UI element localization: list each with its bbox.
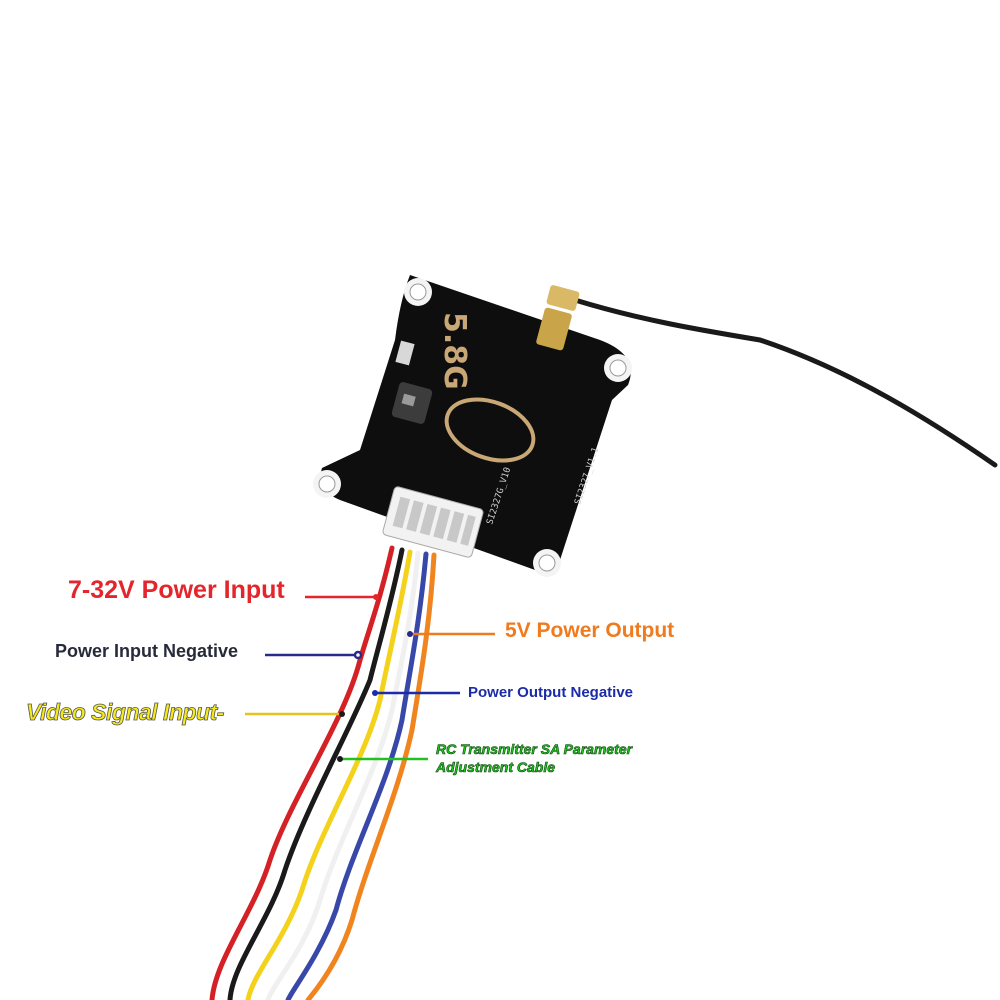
pointer-lines [245,594,495,762]
wire-orange [305,552,437,1000]
label-power-output-negative: Power Output Negative [468,684,634,701]
vtx-board: 5.8G SI2327G_V10 SI2327_V1.1 [313,275,632,577]
label-5v-power-output: 5V Power Output [505,619,675,642]
wire-black [227,547,405,1000]
band-label: 5.8G [437,312,472,390]
wire-white [265,550,421,1000]
wire-yellow [245,549,413,1000]
label-power-input: 7-32V Power Input [68,576,285,604]
board-button [395,340,415,366]
label-rc-cable-line2: Adjustment Cable [436,759,556,776]
wire-bundle [209,545,437,1000]
wire-blue [285,551,429,1000]
wire-red [209,545,395,1000]
antenna-cable [572,297,998,468]
ufl-connector [536,307,572,351]
label-rc-cable-line1: RC Transmitter SA Parameter [436,741,633,758]
label-video-signal-input: Video Signal Input- [26,699,225,726]
logo-emblem [444,397,536,463]
label-power-input-negative: Power Input Negative [55,641,239,661]
